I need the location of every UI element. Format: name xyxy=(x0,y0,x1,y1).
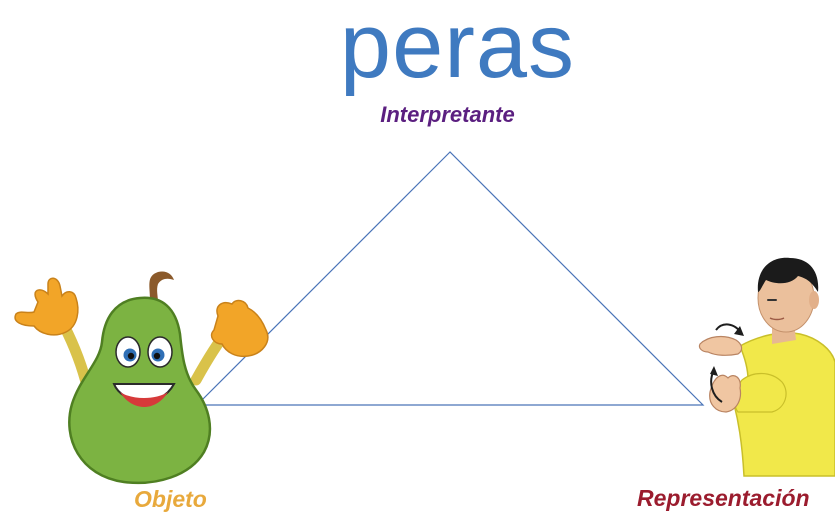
triangle-shape xyxy=(195,151,705,406)
semiotic-triangle xyxy=(195,151,705,406)
signer-illustration xyxy=(698,257,835,477)
object-label: Objeto xyxy=(134,486,207,512)
representation-label: Representación xyxy=(637,485,810,511)
sign-word: peras xyxy=(339,0,576,97)
pear-illustration xyxy=(14,271,269,485)
interpretant-label: Interpretante xyxy=(380,102,515,127)
